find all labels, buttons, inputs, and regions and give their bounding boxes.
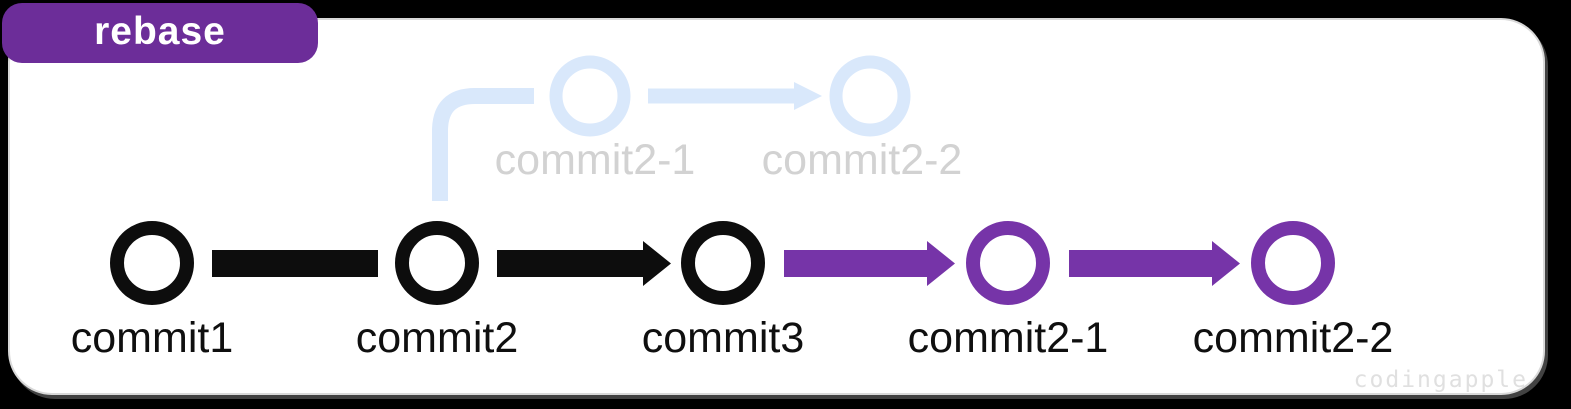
commit-label-commit2-1: commit2-1 (907, 314, 1109, 362)
faded-arrow-commit2-1-commit2-2 (648, 82, 822, 110)
faded-commit-label-commit2-2: commit2-2 (761, 136, 963, 184)
commit-label-commit2: commit2 (355, 314, 519, 362)
diagram-card (8, 18, 1545, 395)
commit-node-commit2 (395, 221, 479, 305)
faded-commit-label-commit2-1: commit2-1 (494, 136, 696, 184)
faded-branch-elbow (432, 88, 534, 201)
watermark: codingapple (1353, 367, 1528, 393)
arrow-commit2-1-commit2-2 (1069, 241, 1240, 286)
commit-label-commit2-2: commit2-2 (1192, 314, 1394, 362)
commit-node-commit2-2 (1251, 221, 1335, 305)
faded-commit-node-commit2-1 (549, 55, 631, 137)
commit-label-commit1: commit1 (70, 314, 234, 362)
arrow-commit2-commit3 (497, 241, 671, 286)
commit-node-commit1 (110, 221, 194, 305)
arrow-commit3-commit2-1 (784, 241, 955, 286)
commit-node-commit2-1 (966, 221, 1050, 305)
rebase-badge: rebase (2, 3, 318, 63)
line-commit1-commit2 (212, 250, 378, 277)
faded-commit-node-commit2-2 (829, 55, 911, 137)
commit-label-commit3: commit3 (641, 314, 805, 362)
commit-node-commit3 (681, 221, 765, 305)
rebase-badge-label: rebase (94, 9, 226, 53)
